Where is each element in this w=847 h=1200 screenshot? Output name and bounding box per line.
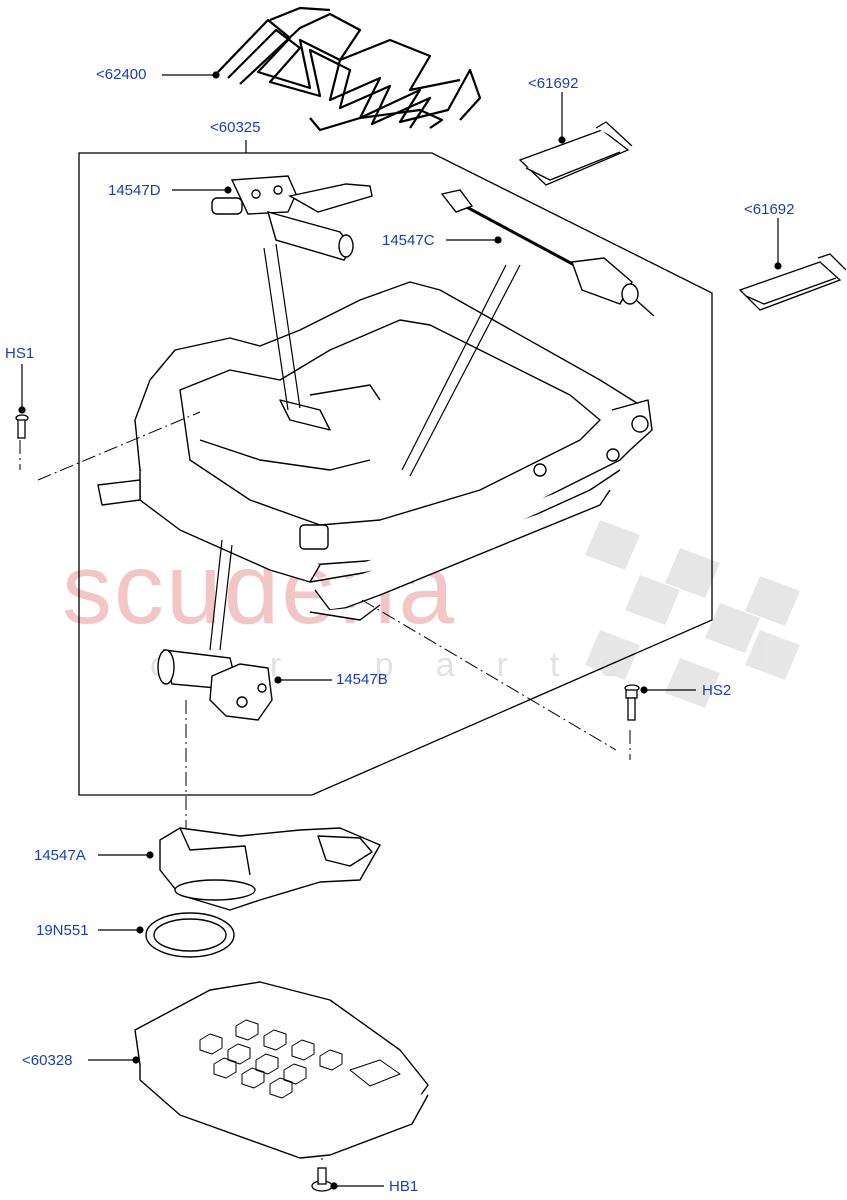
guide-lines-14547B xyxy=(209,539,233,651)
callout-14547B[interactable]: 14547B xyxy=(336,671,388,688)
callout-HS1[interactable]: HS1 xyxy=(5,345,35,362)
callout-60325[interactable]: <60325 xyxy=(210,119,261,136)
tray-60328 xyxy=(134,981,429,1159)
screw-HS1 xyxy=(15,414,29,439)
guide-lines-14547C xyxy=(401,264,521,477)
screw-HS2 xyxy=(624,684,640,721)
callout-19N551[interactable]: 19N551 xyxy=(36,922,89,939)
motor-14547C xyxy=(440,189,655,317)
callout-14547A[interactable]: 14547A xyxy=(34,847,86,864)
checkered-flag-watermark xyxy=(585,520,800,708)
callout-60328[interactable]: <60328 xyxy=(22,1052,73,1069)
callout-14547C[interactable]: 14547C xyxy=(382,232,435,249)
callout-HB1[interactable]: HB1 xyxy=(389,1178,419,1195)
callout-14547D[interactable]: 14547D xyxy=(108,182,161,199)
motor-14547A xyxy=(159,827,381,911)
assembly-outline xyxy=(78,152,713,796)
motor-14547D xyxy=(211,175,373,261)
bolt-HB1 xyxy=(311,1167,333,1192)
callout-62400[interactable]: <62400 xyxy=(96,66,147,83)
gasket-19N551 xyxy=(145,912,235,958)
cover-61692-lower xyxy=(738,253,847,311)
motor-14547B xyxy=(157,649,273,721)
seat-frame xyxy=(97,281,653,621)
callout-61692-lower[interactable]: <61692 xyxy=(744,201,795,218)
guide-lines-14547D xyxy=(263,243,301,411)
callout-61692-upper[interactable]: <61692 xyxy=(528,75,579,92)
leader-lines xyxy=(18,71,782,1190)
alignment-lines xyxy=(19,411,631,1162)
spring-mat-62400 xyxy=(217,6,482,132)
cover-61692-upper xyxy=(518,121,633,186)
callout-HS2[interactable]: HS2 xyxy=(702,682,732,699)
